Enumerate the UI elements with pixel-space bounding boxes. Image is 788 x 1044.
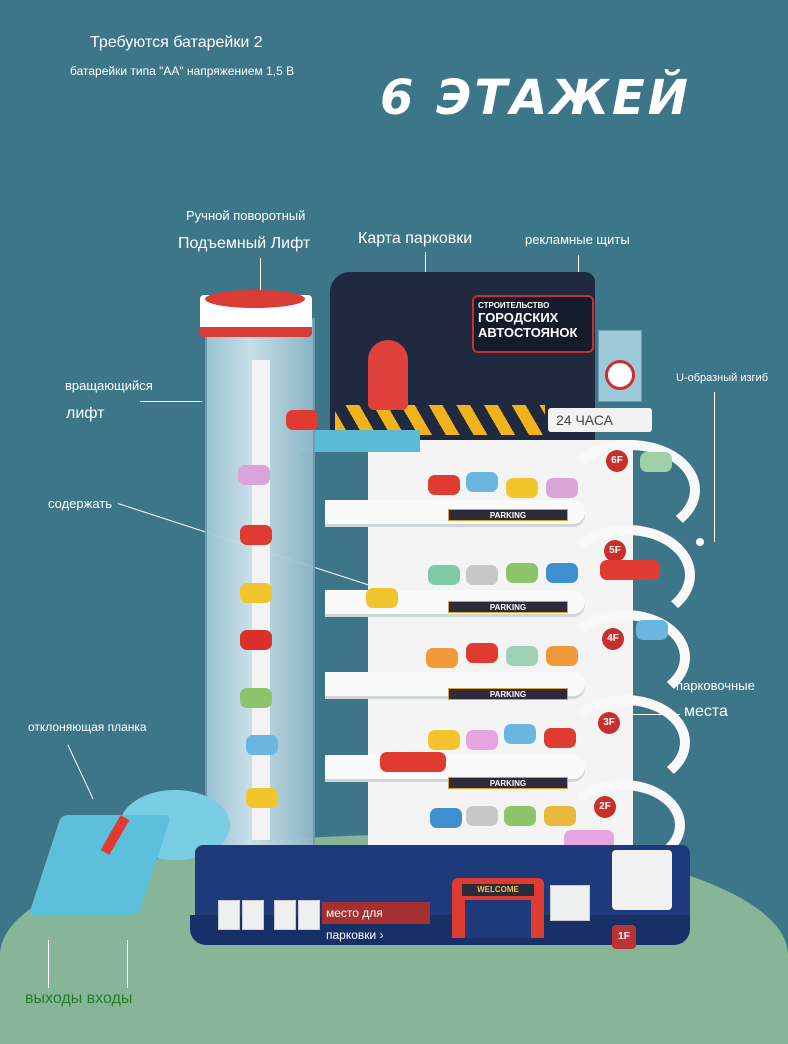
callout-rotating-2: лифт [66, 405, 105, 422]
sign-line-2: АВТОСТОЯНОК [478, 325, 578, 340]
callout-line [714, 392, 715, 542]
gate-opening [465, 900, 531, 938]
toy-car[interactable] [466, 730, 498, 750]
callout-spots-1: парковочные [676, 678, 755, 693]
toy-car[interactable] [428, 565, 460, 585]
callout-line [48, 940, 49, 988]
lift-rotate-knob[interactable] [205, 290, 305, 308]
clock-icon [605, 360, 635, 390]
parking-banner: PARKING [448, 688, 568, 700]
sticker [218, 900, 240, 930]
welcome-sign: WELCOME [462, 884, 534, 896]
toy-car[interactable] [600, 560, 660, 580]
toy-car[interactable] [506, 646, 538, 666]
callout-line [67, 744, 94, 800]
floor-badge-5f: 5F [604, 540, 626, 562]
toy-car[interactable] [544, 806, 576, 826]
toy-car[interactable] [426, 648, 458, 668]
toy-car[interactable] [636, 620, 668, 640]
sticker [550, 885, 590, 921]
sticker [298, 900, 320, 930]
toy-car[interactable] [546, 478, 578, 498]
parking-banner: PARKING [448, 777, 568, 789]
toy-car[interactable] [506, 563, 538, 583]
spiral-ramp [560, 440, 700, 540]
toy-car[interactable] [466, 643, 498, 663]
toy-car[interactable] [380, 752, 446, 772]
floor-badge-6f: 6F [606, 450, 628, 472]
callout-exits: выходы входы [25, 990, 133, 1007]
toy-car[interactable] [428, 730, 460, 750]
lift-chute [300, 430, 420, 452]
billboard-sign: СТРОИТЕЛЬСТВО ГОРОДСКИХ АВТОСТОЯНОК [472, 295, 594, 353]
parking-place-sign: место для парковки › [322, 902, 430, 942]
sticker [242, 900, 264, 930]
toy-car[interactable] [240, 630, 272, 650]
toy-car[interactable] [366, 588, 398, 608]
toy-car[interactable] [286, 410, 318, 430]
toy-car[interactable] [506, 478, 538, 498]
parking-banner: PARKING [448, 601, 568, 613]
callout-line [140, 401, 202, 402]
callout-dot [696, 538, 704, 546]
spiral-ramp [560, 780, 685, 870]
floor-badge-3f: 3F [598, 712, 620, 734]
toy-car[interactable] [546, 646, 578, 666]
battery-text-1: Требуются батарейки 2 [90, 34, 263, 51]
callout-line [127, 940, 128, 988]
toy-base-front [190, 915, 690, 945]
toy-car[interactable] [466, 472, 498, 492]
toy-car[interactable] [240, 525, 272, 545]
toy-car[interactable] [466, 565, 498, 585]
callout-contain: содержать [48, 496, 113, 511]
callout-manual-1: Ручной поворотный [186, 208, 306, 223]
toy-car[interactable] [640, 452, 672, 472]
floor-slab [325, 755, 585, 779]
floor-badge-4f: 4F [602, 628, 624, 650]
toy-car[interactable] [240, 688, 272, 708]
sign-line-1: ГОРОДСКИХ [478, 310, 559, 325]
toy-car[interactable] [240, 583, 272, 603]
toy-car[interactable] [238, 465, 270, 485]
floor-badge-1f: 1F [612, 925, 636, 949]
callout-manual-2: Подъемный Лифт [178, 235, 311, 252]
spiral-ramp [560, 695, 690, 790]
callout-u-bend: U-образный изгиб [676, 372, 769, 384]
parking-card-holder[interactable] [368, 340, 408, 410]
toy-car[interactable] [504, 806, 536, 826]
toy-car[interactable] [428, 475, 460, 495]
callout-spots-2: места [684, 703, 728, 720]
callout-rotating-1: вращающийся [65, 378, 153, 393]
callout-line [260, 258, 261, 294]
parking-banner: PARKING [448, 509, 568, 521]
callout-billboards: рекламные щиты [525, 232, 630, 247]
toy-car[interactable] [544, 728, 576, 748]
battery-text-2: батарейки типа "АА" напряжением 1,5 В [70, 64, 295, 78]
hours-sign: 24 ЧАСА [548, 408, 652, 432]
sticker [274, 900, 296, 930]
callout-parking-card: Карта парковки [358, 230, 473, 247]
floors-title: 6 ЭТАЖЕЙ [380, 70, 691, 126]
callout-line [578, 255, 579, 285]
fuel-pump [612, 850, 672, 910]
toy-car[interactable] [430, 808, 462, 828]
toy-car[interactable] [504, 724, 536, 744]
toy-car[interactable] [466, 806, 498, 826]
toy-car[interactable] [546, 563, 578, 583]
sign-small: СТРОИТЕЛЬСТВО [478, 301, 550, 310]
spiral-ramp [560, 610, 690, 705]
callout-deflector: отклоняющая планка [28, 720, 147, 734]
toy-car[interactable] [246, 735, 278, 755]
spiral-ramp [560, 525, 695, 625]
floor-badge-2f: 2F [594, 796, 616, 818]
toy-car[interactable] [246, 788, 278, 808]
